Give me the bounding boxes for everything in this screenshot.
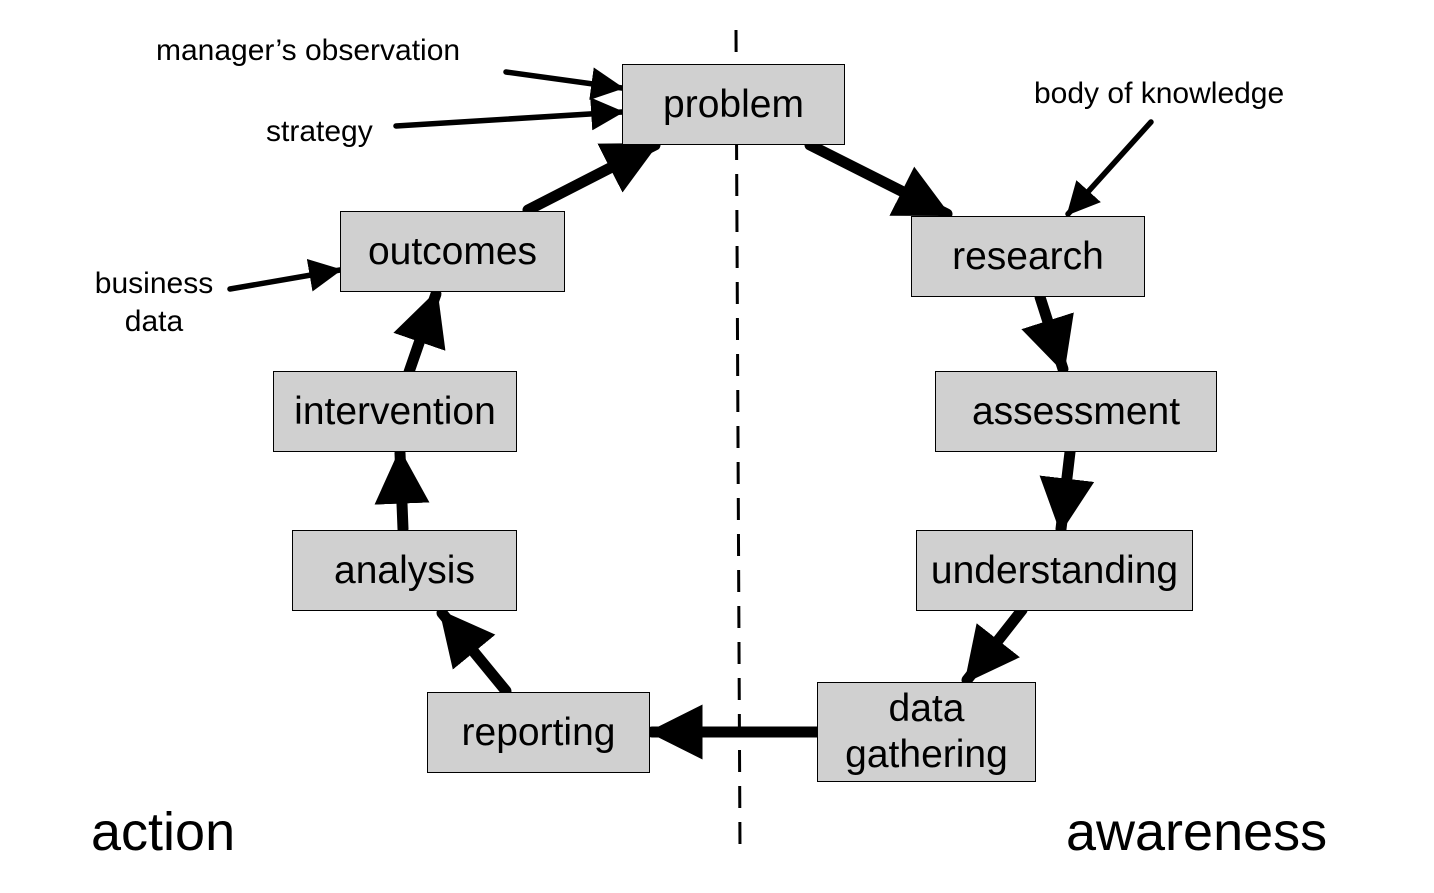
box-reporting: reporting xyxy=(427,692,650,773)
input-label-business-data: business data xyxy=(86,265,222,341)
arrow-business-data-input xyxy=(227,258,343,292)
input-label-business-data-line2: data xyxy=(124,305,184,338)
box-data-gathering: data gathering xyxy=(817,682,1036,782)
box-outcomes: outcomes xyxy=(340,211,565,292)
arrow-reporting-to-analysis xyxy=(436,607,512,697)
box-reporting-label: reporting xyxy=(461,710,616,754)
input-label-strategy: strategy xyxy=(266,115,373,148)
side-label-action: action xyxy=(91,802,236,862)
box-analysis-label: analysis xyxy=(334,548,475,592)
box-research-label: research xyxy=(952,234,1104,278)
box-understanding: understanding xyxy=(916,530,1193,611)
divider-dashed-line xyxy=(734,29,742,851)
box-outcomes-label: outcomes xyxy=(367,229,538,273)
arrow-outcomes-to-problem xyxy=(522,139,661,216)
arrow-analysis-to-intervention xyxy=(374,447,430,535)
input-label-body-of-knowledge: body of knowledge xyxy=(1034,77,1285,110)
input-label-managers-observation: manager’s observation xyxy=(156,34,461,67)
arrow-body-of-knowledge-input xyxy=(1065,119,1154,217)
box-intervention-label: intervention xyxy=(294,389,496,433)
arrow-assessment-to-understanding xyxy=(1039,446,1095,535)
box-assessment-label: assessment xyxy=(971,389,1181,433)
box-data-gathering-label-line2: gathering xyxy=(845,733,1008,776)
arrow-intervention-to-outcomes xyxy=(393,288,446,378)
box-research: research xyxy=(911,216,1145,297)
arrow-problem-to-research xyxy=(804,139,953,220)
box-data-gathering-label-line1: data xyxy=(888,687,965,730)
box-assessment: assessment xyxy=(935,371,1217,452)
arrow-understanding-to-data-gathering xyxy=(961,604,1028,686)
box-problem-label: problem xyxy=(663,82,804,126)
arrow-strategy-input xyxy=(393,97,625,131)
arrow-research-to-assessment xyxy=(1021,291,1074,375)
box-intervention: intervention xyxy=(273,371,517,452)
box-problem: problem xyxy=(622,64,845,145)
side-label-awareness: awareness xyxy=(1066,802,1328,862)
arrow-managers-observation-input xyxy=(503,67,625,101)
input-label-business-data-line1: business xyxy=(94,267,214,300)
box-understanding-label: understanding xyxy=(930,548,1179,592)
box-analysis: analysis xyxy=(292,530,517,611)
